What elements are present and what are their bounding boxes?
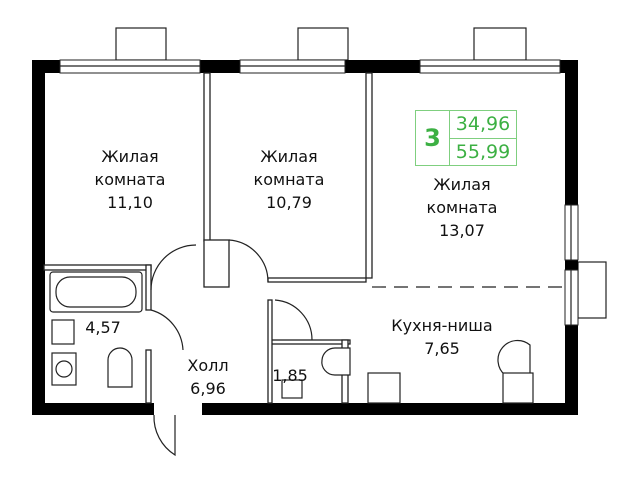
balcony-box-right (577, 261, 607, 319)
balcony-box-1 (115, 27, 167, 61)
room-label-bedroom-3: Жилая комната 13,07 (427, 173, 498, 242)
room-label-bathroom: 4,57 (85, 316, 121, 339)
apartment-badge: 3 34,96 55,99 (415, 110, 517, 166)
room-name: комната (426, 198, 498, 217)
sink-2 (281, 379, 303, 399)
toilet-2 (321, 347, 351, 376)
room-name: Жилая (433, 175, 491, 194)
room-name: комната (94, 170, 166, 189)
fixtures (49, 271, 534, 404)
room-name: Жилая (101, 147, 159, 166)
room-label-bedroom-2: Жилая комната 10,79 (254, 145, 325, 214)
room-area: 4,57 (85, 318, 121, 337)
total-area: 55,99 (455, 140, 511, 163)
room-area: 1,85 (272, 366, 308, 385)
room-name: комната (253, 170, 325, 189)
living-area: 34,96 (450, 111, 516, 139)
room-area: 10,79 (266, 193, 312, 212)
room-label-kitchen: Кухня-ниша 7,65 (391, 314, 492, 360)
balcony-box-2 (297, 27, 349, 61)
door-swings (150, 239, 531, 457)
room-count: 3 (416, 111, 450, 165)
kitchen-sink (367, 372, 401, 404)
stove (502, 372, 534, 404)
room-label-bedroom-1: Жилая комната 11,10 (95, 145, 166, 214)
room-label-wc: 1,85 (272, 364, 308, 387)
room-name: Жилая (260, 147, 318, 166)
toilet (107, 347, 133, 388)
room-area: 7,65 (424, 339, 460, 358)
balcony-box-3 (473, 27, 527, 61)
room-area: 11,10 (107, 193, 153, 212)
room-name: Кухня-ниша (391, 316, 493, 335)
room-area: 6,96 (190, 379, 226, 398)
room-label-hall: Холл 6,96 (187, 354, 228, 400)
room-area: 13,07 (439, 221, 485, 240)
room-name: Холл (187, 356, 229, 375)
sink (51, 319, 75, 345)
